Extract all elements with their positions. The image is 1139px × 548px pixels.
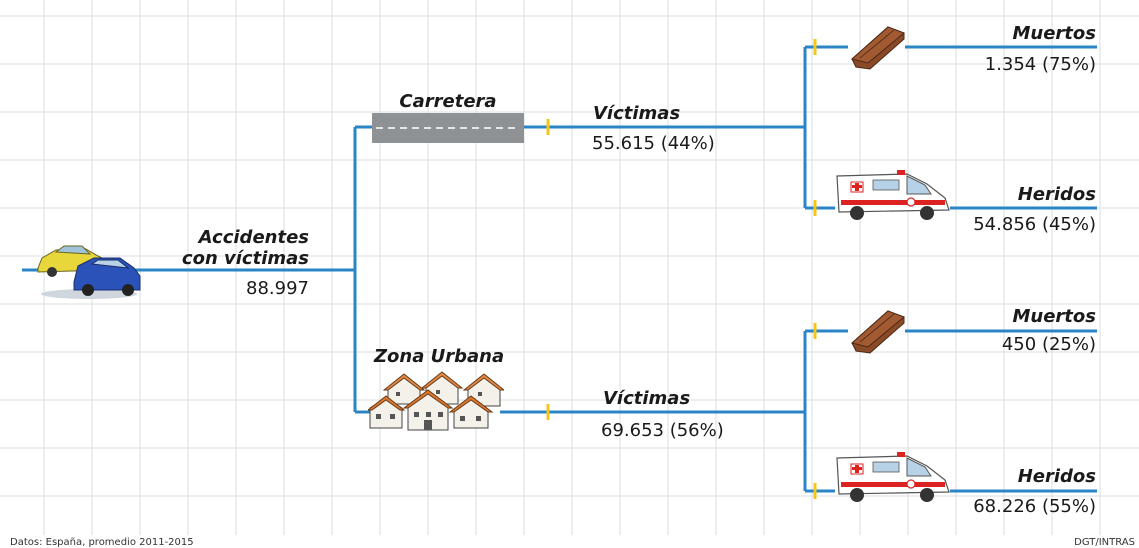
- urbana-heridos-value: 68.226 (55%): [973, 496, 1096, 517]
- urbana-heridos-label: Heridos: [1017, 466, 1096, 487]
- car-crash-icon: [37, 245, 141, 299]
- urbana-victims-value: 69.653 (56%): [601, 420, 724, 441]
- urbana-muertos-label: Muertos: [1012, 306, 1097, 327]
- coffin-icon: [850, 310, 905, 354]
- urbana-victims-label: Víctimas: [603, 388, 691, 409]
- root-value: 88.997: [246, 278, 309, 299]
- urbana-muertos-value: 450 (25%): [1001, 334, 1096, 355]
- root-label-line2: con víctimas: [181, 248, 309, 269]
- carretera-heridos-label: Heridos: [1017, 184, 1096, 205]
- coffin-icon: [850, 26, 905, 70]
- source-note: Datos: España, promedio 2011-2015: [10, 537, 194, 548]
- carretera-muertos-value: 1.354 (75%): [984, 54, 1096, 75]
- root-label-line1: Accidentes: [198, 227, 309, 248]
- carretera-muertos-label: Muertos: [1012, 23, 1097, 44]
- ambulance-icon: [836, 170, 950, 220]
- carretera-heridos-value: 54.856 (45%): [973, 214, 1096, 235]
- houses-icon: [368, 371, 504, 431]
- road-icon: [372, 113, 524, 143]
- carretera-label: Carretera: [399, 91, 497, 112]
- urbana-label: Zona Urbana: [374, 346, 505, 367]
- carretera-victims-value: 55.615 (44%): [592, 133, 715, 154]
- ambulance-icon: [836, 452, 950, 502]
- carretera-victims-label: Víctimas: [593, 103, 681, 124]
- credit-note: DGT/INTRAS: [1074, 537, 1135, 548]
